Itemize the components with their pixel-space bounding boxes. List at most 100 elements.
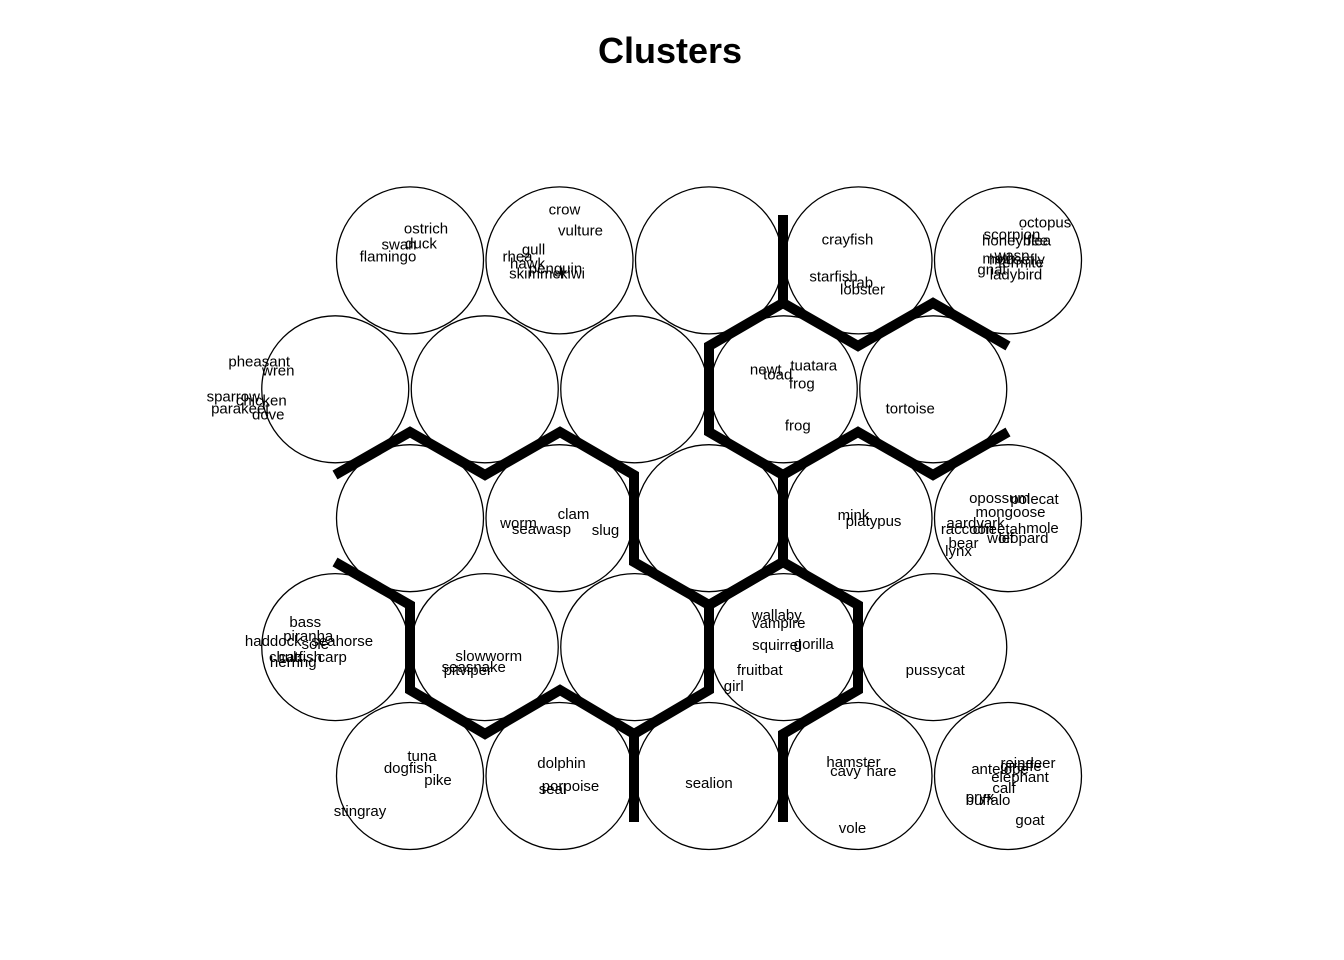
member-label: toad (763, 366, 792, 383)
member-label: buffalo (966, 792, 1011, 809)
member-label: crab (844, 274, 873, 291)
member-label: pheasant (228, 353, 291, 370)
member-label: ladybird (990, 266, 1043, 283)
member-label: dove (252, 406, 285, 423)
member-label: vole (839, 820, 867, 837)
member-label: octopus (1019, 214, 1072, 231)
unit-circle-r2-c5 (859, 572, 1008, 722)
member-label: rhea (502, 248, 533, 265)
member-label: scorpion (984, 226, 1041, 243)
member-label: calf (992, 780, 1016, 797)
member-label: honeybee (982, 232, 1048, 249)
member-label: raccoon (941, 521, 994, 538)
member-label: bear (948, 535, 978, 552)
member-label: seahorse (311, 633, 373, 650)
member-label: tuna (407, 748, 437, 765)
member-label: mongoose (975, 504, 1045, 521)
cluster-boundary (780, 297, 1011, 352)
member-label: hare (866, 763, 896, 780)
member-label: antelope (971, 761, 1029, 778)
unit-circle-r1-c5 (933, 701, 1083, 851)
member-label: chicken (236, 392, 287, 409)
cluster-boundary (780, 426, 1011, 481)
member-label: oryx (966, 789, 995, 806)
member-label: crow (549, 201, 581, 218)
member-label: lynx (945, 543, 972, 560)
member-label: starfish (809, 268, 857, 285)
member-label: tortoise (886, 400, 935, 417)
cluster-boundaries (332, 215, 1011, 822)
member-label: dogfish (384, 760, 432, 777)
member-label: cavy (830, 763, 861, 780)
member-label: wren (261, 362, 295, 379)
member-label: elephant (991, 769, 1049, 786)
member-label: piranha (283, 628, 334, 645)
cluster-boundary (332, 557, 637, 740)
unit-circle-r5-c5 (933, 186, 1083, 335)
member-label: goat (1015, 812, 1045, 829)
member-label: flamingo (360, 248, 417, 265)
member-label: dolphin (537, 755, 585, 772)
member-label: opossum (969, 490, 1030, 507)
member-label: pussycat (906, 662, 966, 679)
member-label: ostrich (404, 220, 448, 237)
unit-circle-r3-c5 (933, 444, 1083, 593)
cluster-boundary (629, 215, 788, 822)
member-label: kiwi (560, 265, 585, 282)
cluster-boundary (332, 426, 712, 610)
unit-circle-r5-c1 (335, 186, 485, 335)
member-label: seawasp (512, 521, 571, 538)
unit-circle-r5-c2 (485, 186, 634, 335)
member-label: polecat (1010, 491, 1059, 508)
cluster-boundary (706, 556, 863, 822)
member-label: aardvark (946, 515, 1005, 532)
member-label: pitviper (444, 662, 492, 679)
member-label: penguin (529, 260, 582, 277)
member-label: gull (522, 241, 545, 258)
member-label: flea (1027, 232, 1052, 249)
member-label: girl (724, 678, 744, 695)
member-label: gorilla (794, 636, 835, 653)
member-label: clam (558, 506, 590, 523)
member-label: reindeer (1000, 755, 1055, 772)
member-label: porpoise (542, 778, 600, 795)
member-label: worm (499, 515, 537, 532)
member-label: newt (750, 361, 783, 378)
member-label: duck (405, 235, 437, 252)
member-label: sealion (685, 775, 733, 792)
member-label: giraffe (1000, 758, 1041, 775)
unit-circle-r4-c5 (859, 315, 1008, 464)
member-label: slowworm (455, 648, 522, 665)
member-label: catfish (279, 649, 322, 666)
member-label: parakeet (211, 400, 270, 417)
member-label: vulture (558, 222, 603, 239)
member-label: wallaby (751, 607, 803, 624)
member-label: cheetah (973, 521, 1026, 538)
member-label: wolf (986, 530, 1015, 547)
member-label: mole (1026, 520, 1059, 537)
member-label: mink (838, 507, 870, 524)
member-label: housefly (989, 251, 1045, 268)
member-label: skimmer (509, 265, 566, 282)
chart-title: Clusters (598, 30, 742, 71)
member-label: fruitbat (737, 662, 784, 679)
member-label: moth (982, 250, 1015, 267)
member-label: crayfish (822, 231, 874, 248)
member-label: leopard (998, 530, 1048, 547)
member-label: wasp (993, 247, 1029, 264)
member-label: bass (289, 614, 321, 631)
member-label: sole (301, 636, 329, 653)
member-label: seal (539, 781, 567, 798)
member-label: gnat (977, 261, 1007, 278)
member-label: termite (998, 254, 1044, 271)
member-label: seasnake (442, 659, 506, 676)
unit-circle-r3-c1 (335, 444, 485, 593)
member-label: slug (592, 522, 620, 539)
member-label: squirrel (752, 637, 801, 654)
unit-circle-r4-c2 (410, 315, 559, 464)
unit-circle-r4-c1 (261, 315, 410, 464)
member-label: haddock (245, 633, 302, 650)
member-label: chub (269, 649, 302, 666)
member-label: herring (270, 654, 317, 671)
